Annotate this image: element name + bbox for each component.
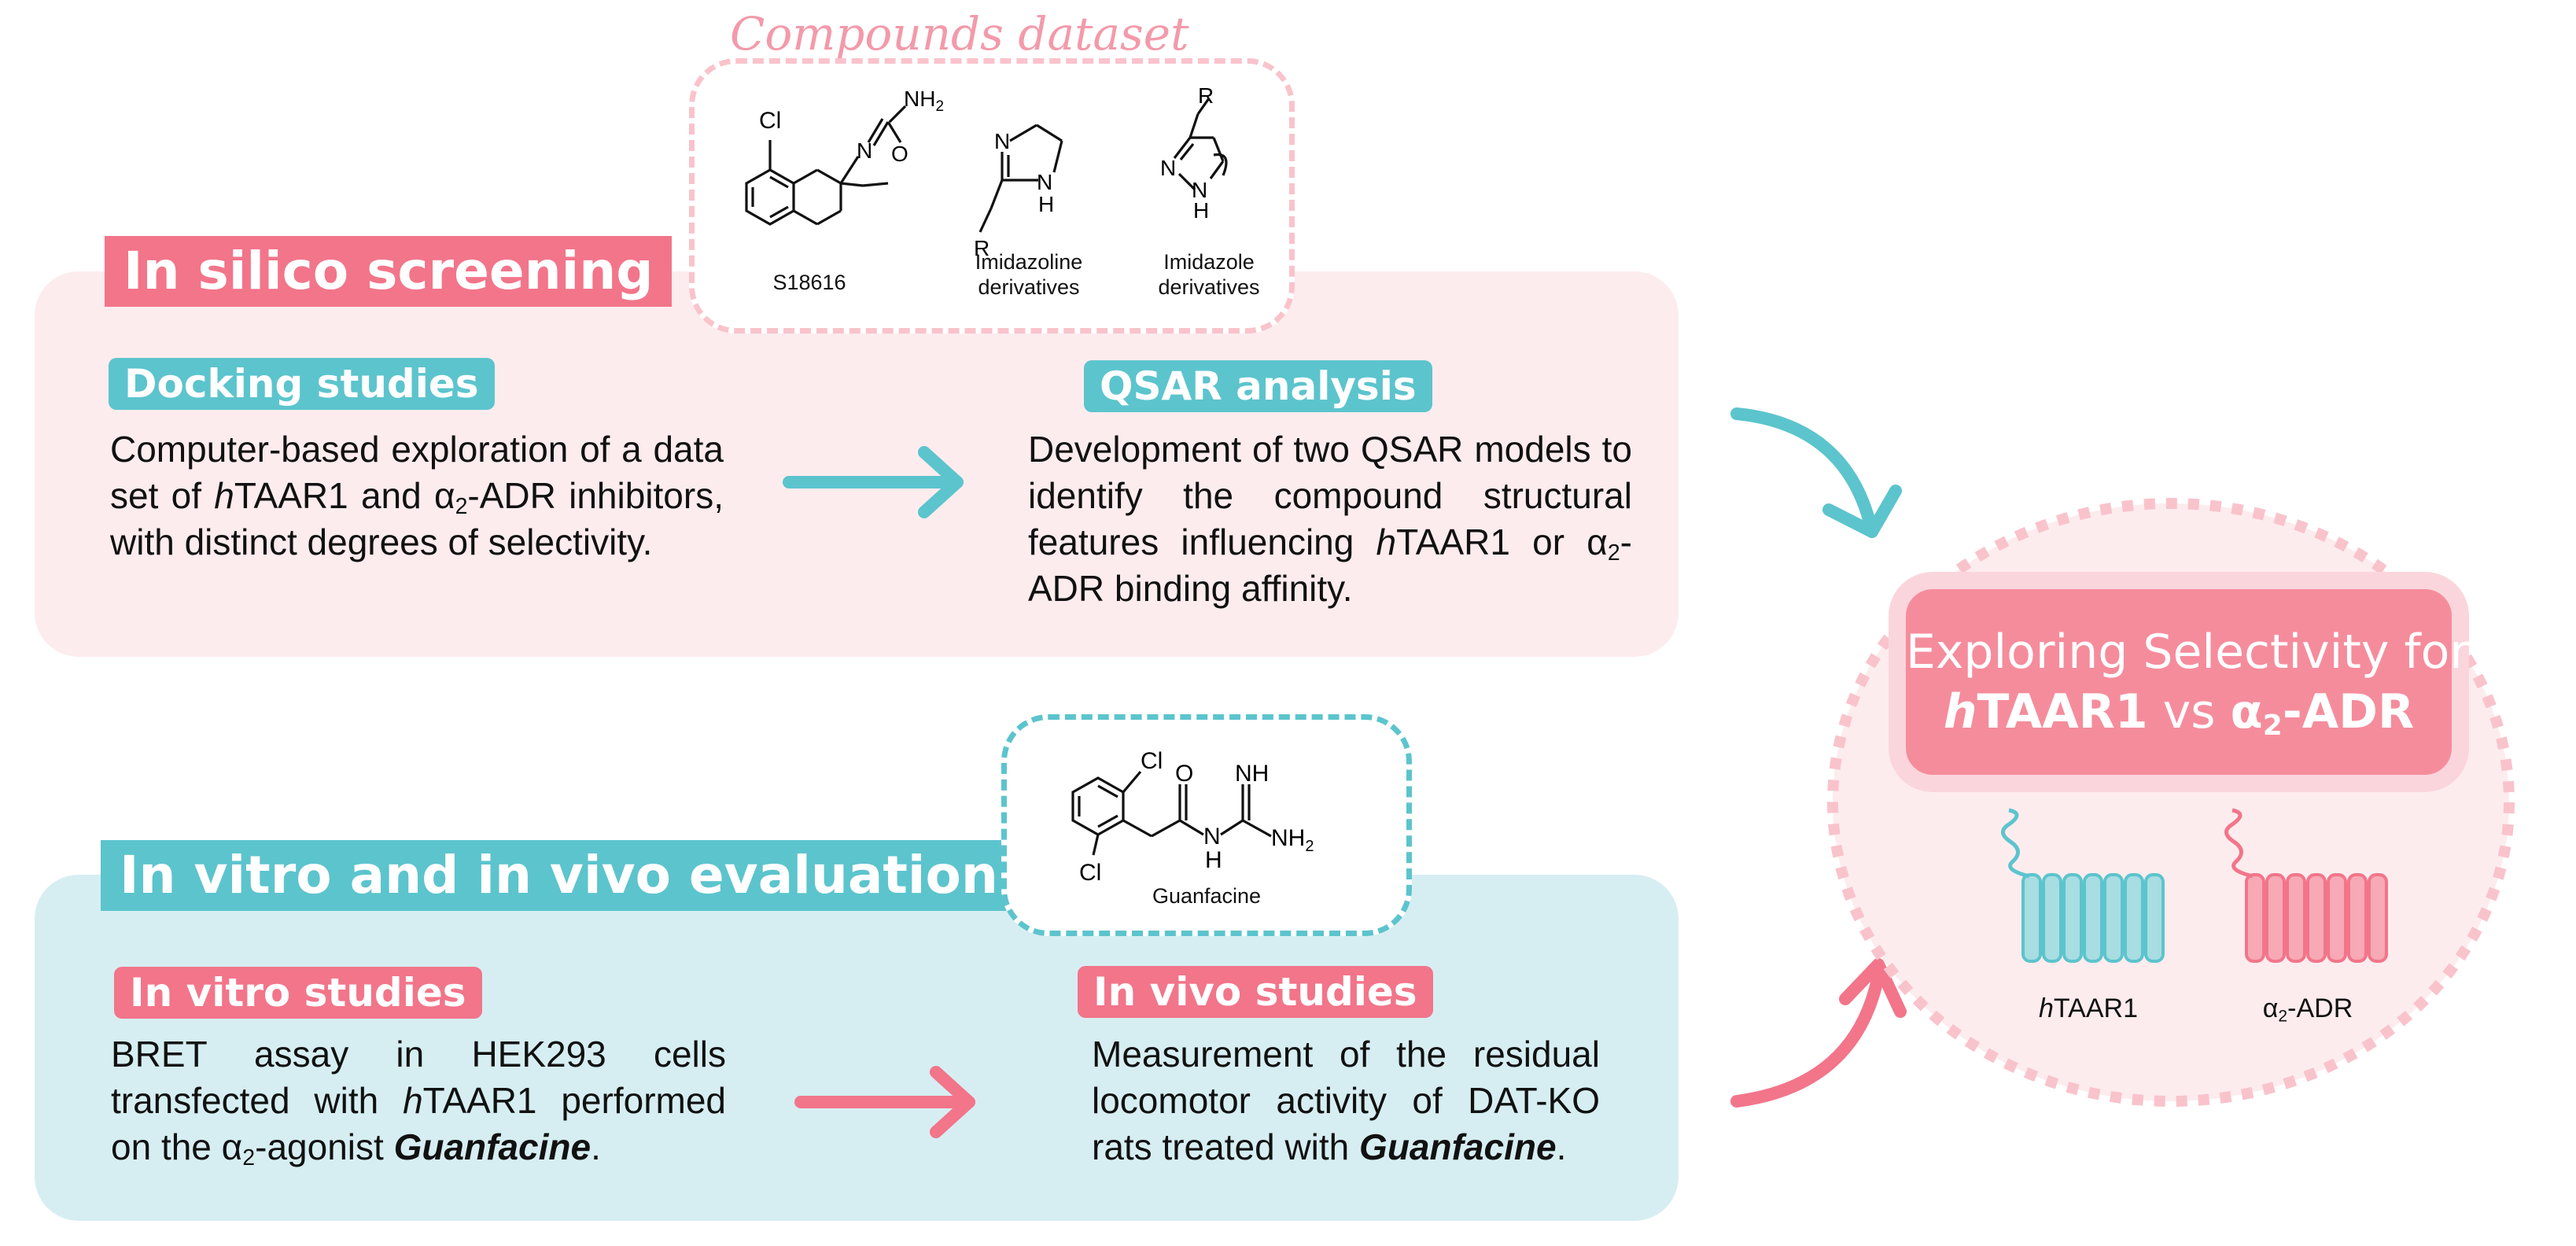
in-silico-panel	[35, 271, 1679, 657]
in-vitro-vivo-title: In vitro and in vivo evaluation	[101, 840, 1017, 911]
in-vivo-studies-text: Measurement of the residual locomotor ac…	[1092, 1034, 1600, 1167]
in-vitro-studies-label: In vitro studies	[114, 967, 482, 1019]
result-line1: Exploring Selectivity for	[1906, 625, 2469, 680]
imidazole-structure: R N N H	[1160, 83, 1228, 223]
result-line2: hTAAR1 vs α2-ADR	[1943, 684, 2415, 742]
imidazole-nh-h: H	[1193, 198, 1209, 223]
guanfacine-nh-mid-h: H	[1205, 847, 1222, 873]
imidazole-nh-n: N	[1192, 178, 1207, 202]
curved-arrow-top	[1730, 407, 1902, 538]
imidazoline-n: N	[994, 129, 1010, 153]
imidazoline-nh-h: H	[1038, 192, 1054, 216]
in-vitro-vivo-panel	[35, 875, 1679, 1221]
qsar-analysis-text: Development of two QSAR models to identi…	[1028, 429, 1632, 609]
imidazole-n: N	[1160, 156, 1176, 180]
result-circle	[1827, 498, 2515, 1107]
alpha2-adr-label: α2-ADR	[2262, 993, 2353, 1026]
compounds-dataset-title: Compounds dataset	[730, 7, 1189, 61]
qsar-analysis-label: QSAR analysis	[1084, 360, 1432, 412]
guanfacine-nh-top: NH	[1235, 761, 1269, 787]
imidazoline-nh-n: N	[1037, 170, 1052, 194]
guanfacine-nh-mid-n: N	[1203, 824, 1221, 850]
guanfacine-box: Cl Cl O NH N H NH2 Guanfacine	[1001, 714, 1412, 936]
guanfacine-cl-top: Cl	[1141, 748, 1163, 774]
s18616-o: O	[891, 142, 908, 166]
imidazoline-structure: N N H R	[974, 123, 1063, 260]
s18616-nh2: NH2	[904, 87, 944, 115]
in-silico-title: In silico screening	[105, 236, 673, 307]
s18616-n: N	[857, 138, 872, 163]
imidazole-caption: Imidazole derivatives	[1158, 250, 1260, 299]
guanfacine-cl-bottom: Cl	[1079, 860, 1101, 886]
s18616-caption: S18616	[772, 271, 846, 294]
guanfacine-nh2: NH2	[1271, 825, 1314, 855]
vitro-arrow	[794, 1066, 975, 1138]
curved-arrow-bottom	[1730, 958, 1907, 1108]
s18616-cl: Cl	[759, 108, 781, 134]
in-vivo-studies-label: In vivo studies	[1078, 966, 1433, 1018]
imidazole-r: R	[1198, 83, 1214, 108]
imidazoline-r: R	[974, 236, 989, 260]
in-vitro-studies-text: BRET assay in HEK293 cells transfected w…	[111, 1034, 726, 1171]
silico-arrow	[783, 446, 964, 518]
docking-studies-label: Docking studies	[109, 358, 495, 410]
guanfacine-caption: Guanfacine	[1152, 884, 1262, 908]
guanfacine-o: O	[1175, 761, 1193, 787]
docking-studies-text: Computer-based exploration of a data set…	[110, 429, 724, 562]
alpha2-adr-receptor-icon	[2224, 808, 2388, 963]
compounds-dataset-box: Cl NH2 N O S18616 N N H R Imidazoline de…	[689, 58, 1295, 334]
result-card: Exploring Selectivity for hTAAR1 vs α2-A…	[1906, 589, 2469, 775]
imidazoline-caption: Imidazoline derivatives	[975, 250, 1083, 299]
s18616-structure: Cl NH2 N O	[745, 87, 944, 226]
guanfacine-structure: Cl Cl O NH N H NH2	[1071, 748, 1314, 886]
htaar1-receptor-icon	[2001, 808, 2165, 963]
htaar1-label: hTAAR1	[2039, 993, 2138, 1023]
